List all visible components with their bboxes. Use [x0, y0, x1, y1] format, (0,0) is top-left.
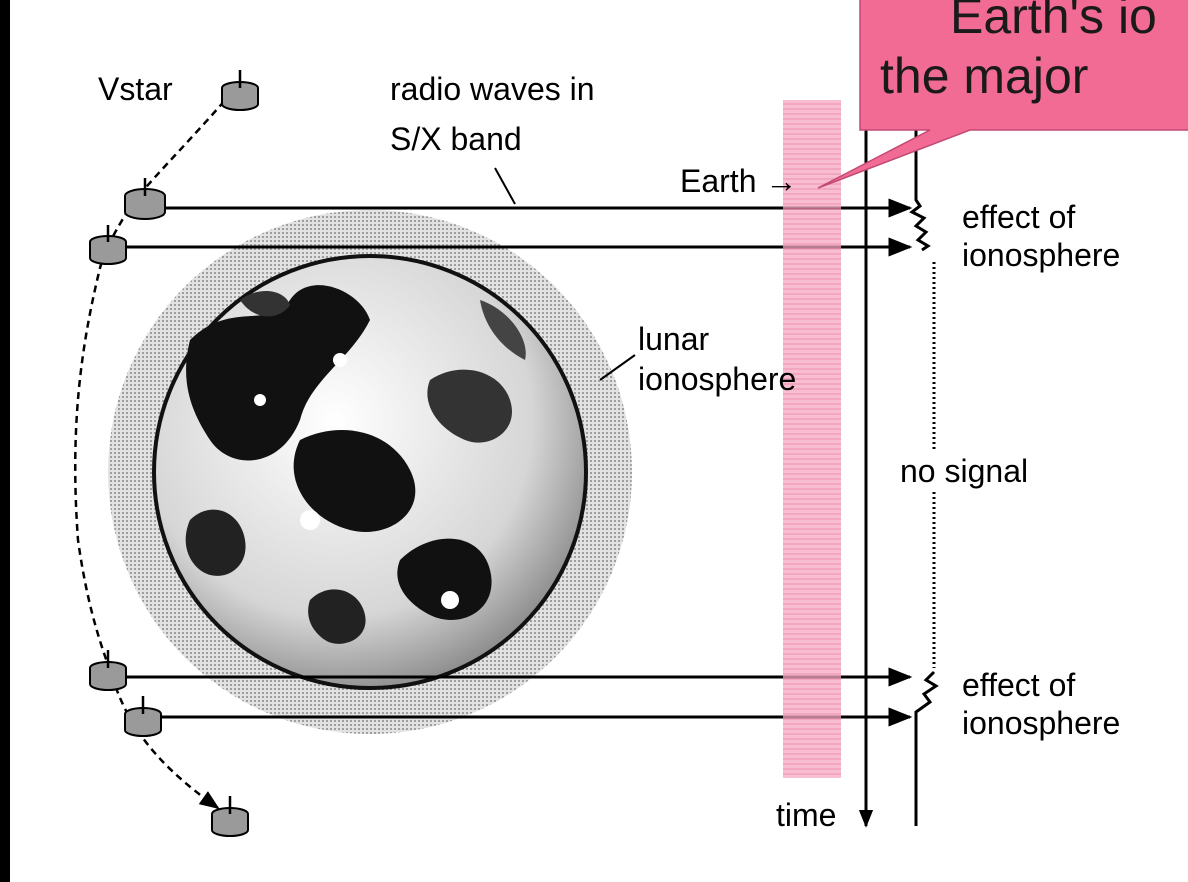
effect-top-label-line1: effect of	[962, 199, 1076, 235]
earth-label: Earth →	[680, 163, 798, 199]
callout-line2: the major	[880, 48, 1089, 104]
callout-line1: Earth's io	[950, 0, 1157, 44]
effect-top-label-line2: ionosphere	[962, 237, 1121, 273]
signal-trace	[909, 100, 939, 826]
time-label: time	[776, 797, 837, 833]
lunar-ionosphere-label-line1: lunar	[638, 321, 710, 357]
no-signal-label: no signal	[898, 452, 1031, 490]
callout-box	[817, 0, 1188, 189]
lunar-leader-line	[599, 354, 636, 381]
earth-highlight-band	[783, 100, 841, 778]
radio-waves-leader	[494, 167, 516, 205]
radio-waves-label-line1: radio waves in	[390, 71, 595, 107]
effect-bottom-label-line1: effect of	[962, 667, 1076, 703]
lunar-ionosphere-label-line2: ionosphere	[638, 361, 797, 397]
satellite-icon	[124, 696, 162, 737]
vstar-label: Vstar	[98, 71, 173, 107]
effect-bottom-label-line2: ionosphere	[962, 705, 1121, 741]
slide: Vstar radio waves in S/X band Earth → ef…	[10, 0, 1188, 882]
satellite-icon	[211, 796, 249, 837]
moon-image	[152, 254, 588, 690]
satellite-icon	[221, 70, 259, 111]
satellite-icon	[89, 650, 127, 691]
satellite-icon	[89, 225, 127, 265]
radio-waves-label-line2: S/X band	[390, 121, 522, 157]
diagram	[73, 0, 1188, 837]
callout-text: Earth's io the major	[880, 0, 1188, 106]
satellite-icon	[124, 178, 166, 220]
